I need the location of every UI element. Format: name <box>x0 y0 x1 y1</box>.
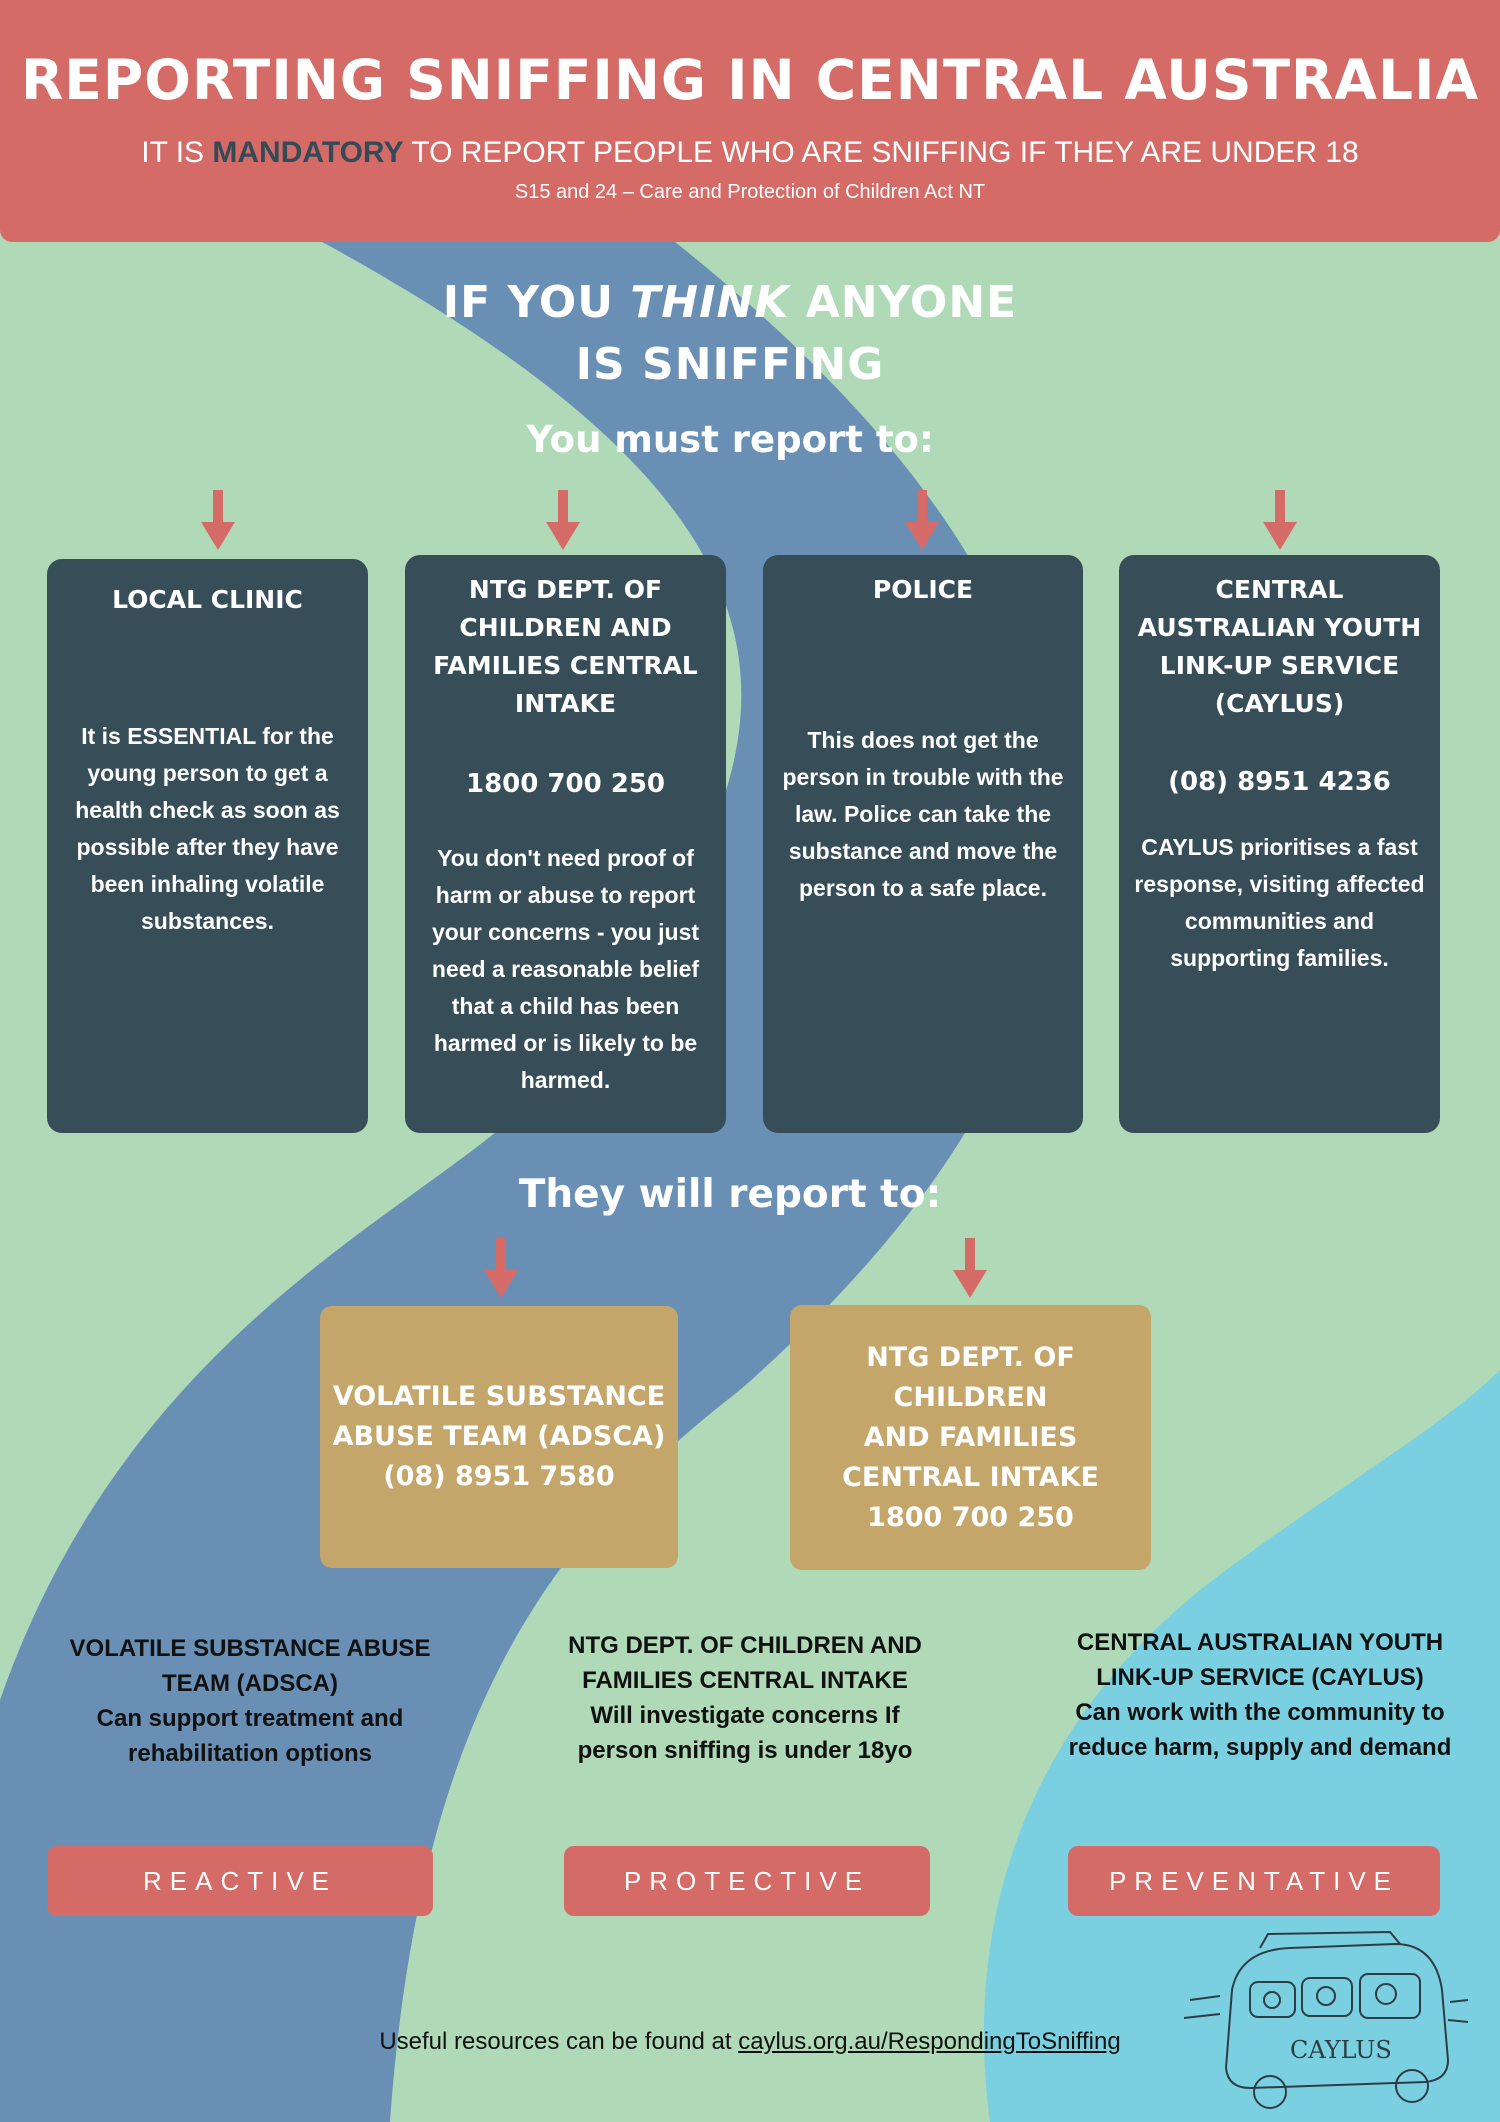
svg-text:CAYLUS: CAYLUS <box>1290 2036 1392 2064</box>
must-report-heading: You must report to: <box>526 418 934 461</box>
role-name: VOLATILE SUBSTANCE ABUSE TEAM (ADSCA) <box>69 1635 431 1697</box>
role-desc: Can work with the community to reduce ha… <box>1068 1699 1452 1761</box>
card-caylus: CENTRAL AUSTRALIAN YOUTH LINK-UP SERVICE… <box>1119 555 1440 1133</box>
subtitle-suffix: TO REPORT PEOPLE WHO ARE SNIFFING IF THE… <box>411 136 1359 169</box>
card-phone: (08) 8951 4236 <box>1168 767 1391 797</box>
down-arrow-icon <box>1263 490 1297 550</box>
page-title: REPORTING SNIFFING IN CENTRAL AUSTRALIA <box>20 48 1480 112</box>
think-heading-line2: IS SNIFFING <box>575 339 885 390</box>
down-arrow-icon <box>484 1238 518 1298</box>
referral-line: CENTRAL INTAKE <box>842 1461 1099 1493</box>
footer-resources: Useful resources can be found at caylus.… <box>0 2028 1500 2056</box>
resources-link[interactable]: caylus.org.au/RespondingToSniffing <box>738 2028 1121 2055</box>
mandatory-subtitle: IT IS MANDATORY TO REPORT PEOPLE WHO ARE… <box>0 136 1500 170</box>
referral-phone: 1800 700 250 <box>867 1501 1074 1533</box>
role-name: NTG DEPT. OF CHILDREN AND FAMILIES CENTR… <box>568 1632 922 1694</box>
role-adsca: VOLATILE SUBSTANCE ABUSE TEAM (ADSCA) Ca… <box>40 1631 460 1771</box>
footer-text: Useful resources can be found at <box>379 2028 732 2055</box>
card-ntg-dept: NTG DEPT. OF CHILDREN AND FAMILIES CENTR… <box>405 555 726 1133</box>
subtitle-emphasis: MANDATORY <box>212 136 404 169</box>
card-police: POLICE This does not get the person in t… <box>763 555 1083 1133</box>
subtitle-prefix: IT IS <box>141 136 205 169</box>
statute-reference: S15 and 24 – Care and Protection of Chil… <box>514 181 986 203</box>
card-title: NTG DEPT. OF CHILDREN AND FAMILIES CENTR… <box>433 575 698 718</box>
referral-line: NTG DEPT. OF CHILDREN <box>866 1341 1075 1413</box>
think-heading-post: ANYONE <box>805 277 1018 328</box>
down-arrow-icon <box>546 490 580 550</box>
down-arrow-icon <box>953 1238 987 1298</box>
role-ntg-dept: NTG DEPT. OF CHILDREN AND FAMILIES CENTR… <box>555 1628 935 1768</box>
role-desc: Can support treatment and rehabilitation… <box>96 1705 404 1767</box>
referral-adsca: VOLATILE SUBSTANCE ABUSE TEAM (ADSCA) (0… <box>320 1306 678 1568</box>
will-report-heading: They will report to: <box>518 1172 942 1217</box>
card-body: It is ESSENTIAL for the young person to … <box>75 723 340 934</box>
card-body: CAYLUS prioritises a fast response, visi… <box>1134 834 1425 971</box>
reactive-tag: REACTIVE <box>47 1846 433 1916</box>
preventative-tag: PREVENTATIVE <box>1068 1846 1440 1916</box>
card-body: You don't need proof of harm or abuse to… <box>431 845 700 1093</box>
card-title: LOCAL CLINIC <box>112 585 303 614</box>
referral-line: AND FAMILIES <box>863 1421 1078 1453</box>
protective-tag: PROTECTIVE <box>564 1846 930 1916</box>
card-body: This does not get the person in trouble … <box>782 727 1064 901</box>
card-local-clinic: LOCAL CLINIC It is ESSENTIAL for the you… <box>47 559 368 1133</box>
referral-phone: (08) 8951 7580 <box>383 1461 615 1492</box>
referral-line: ABUSE TEAM (ADSCA) <box>332 1421 666 1452</box>
referral-ntg-dept: NTG DEPT. OF CHILDREN AND FAMILIES CENTR… <box>790 1305 1151 1570</box>
cyan-band <box>983 1370 1500 2122</box>
down-arrow-icon <box>905 490 939 550</box>
role-desc: Will investigate concerns If person snif… <box>577 1702 913 1764</box>
card-title: CENTRAL AUSTRALIAN YOUTH LINK-UP SERVICE… <box>1137 575 1422 718</box>
card-title: POLICE <box>872 575 974 604</box>
referral-line: VOLATILE SUBSTANCE <box>332 1381 666 1412</box>
think-heading-pre: IF YOU <box>442 277 614 328</box>
role-name: CENTRAL AUSTRALIAN YOUTH LINK-UP SERVICE… <box>1076 1629 1444 1691</box>
think-heading-em: THINK <box>630 277 790 328</box>
think-heading: IF YOU THINK ANYONE IS SNIFFING <box>0 272 1460 396</box>
header-banner: REPORTING SNIFFING IN CENTRAL AUSTRALIA … <box>0 0 1500 242</box>
card-phone: 1800 700 250 <box>465 769 665 799</box>
caylus-van-logo: CAYLUS <box>1183 1930 1469 2109</box>
down-arrow-icon <box>201 490 235 550</box>
role-caylus: CENTRAL AUSTRALIAN YOUTH LINK-UP SERVICE… <box>1055 1625 1465 1765</box>
